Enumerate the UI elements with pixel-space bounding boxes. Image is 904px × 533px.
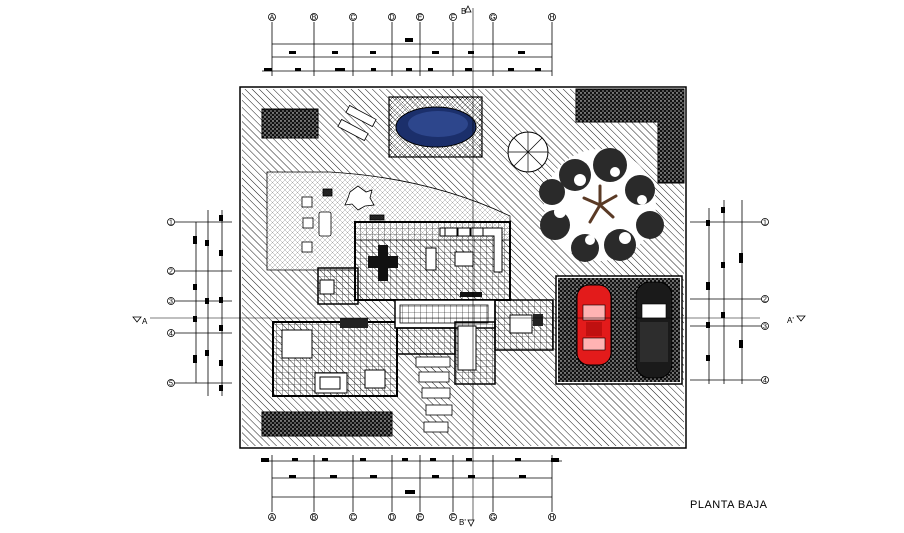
grid-bubble: F [449,13,457,22]
grid-label: E [418,515,423,522]
grid-label: H [549,15,554,22]
section-b-prime-label: B' [459,518,466,527]
grid-bubble: B [310,13,318,22]
grid-bubble: 4 [167,329,175,338]
grid-bubble: E [416,513,424,522]
section-marker-b-top: B [461,5,472,16]
grid-bubble: A [268,513,276,522]
grid-bubble: 3 [761,322,769,331]
bottom-grid-bubbles: A B C D E F G H [268,513,556,522]
grid-label: A [270,15,275,22]
left-dimensions [175,210,232,396]
grid-bubble: E [416,13,424,22]
grid-label: 2 [763,297,767,304]
grid-label: D [389,15,394,22]
grid-label: E [418,15,423,22]
garden-bed-top-left [261,108,319,139]
grid-bubble: D [388,13,396,22]
grid-bubble: 5 [167,379,175,388]
lounge-chairs [337,104,377,142]
entry-steps [415,356,453,433]
grid-label: 1 [169,220,173,227]
grid-label: G [490,515,495,522]
top-grid-bubbles: A B C D E F G H [268,13,556,22]
grid-bubble: 1 [761,218,769,227]
grid-bubble: C [349,13,357,22]
grid-label: 2 [169,269,173,276]
grid-label: 4 [763,378,767,385]
car-dark [635,281,673,379]
right-dimensions [690,200,762,384]
grid-label: 3 [763,324,767,331]
grid-bubble: 2 [761,295,769,304]
umbrella [507,131,549,173]
top-dimensions [262,22,553,76]
grid-label: D [389,515,394,522]
section-a-prime-label: A' [787,316,794,325]
garage [555,275,683,385]
grid-label: 4 [169,331,173,338]
outdoor-seating [301,185,385,253]
grid-bubble: G [489,513,497,522]
garden-bed-bottom [261,411,393,437]
grid-bubble: 2 [167,267,175,276]
grid-label: 5 [169,381,173,388]
grid-label: B [312,15,317,22]
grid-label: H [549,515,554,522]
grid-bubble: 1 [167,218,175,227]
grid-label: F [451,15,455,22]
right-grid-bubbles: 1 2 3 4 [761,218,769,385]
grid-bubble: A [268,13,276,22]
section-marker-a-right: A' [787,315,806,325]
drawing-title: PLANTA BAJA [690,499,768,511]
grid-label: C [350,15,355,22]
grid-bubble: H [548,513,556,522]
grid-label: B [312,515,317,522]
grid-bubble: 4 [761,376,769,385]
grid-bubble: 3 [167,297,175,306]
grid-bubble: F [449,513,457,522]
pool [388,96,483,158]
grid-bubble: H [548,13,556,22]
grid-bubble: D [388,513,396,522]
section-a-label: A [142,317,148,326]
grid-label: 3 [169,299,173,306]
grid-bubble: G [489,13,497,22]
grid-bubble: B [310,513,318,522]
grid-bubble: C [349,513,357,522]
grid-label: C [350,515,355,522]
grid-label: G [490,15,495,22]
grid-label: 1 [763,220,767,227]
house [272,221,554,397]
section-marker-a-left: A [132,316,148,326]
garden-bed-top-right [575,88,685,184]
grid-label: A [270,515,275,522]
bottom-dimensions [261,455,562,512]
section-marker-b-bottom: B' [459,518,475,527]
section-b-label: B [461,7,466,16]
grid-label: F [451,515,455,522]
tree [539,148,664,262]
left-grid-bubbles: 1 2 3 4 5 [167,218,175,388]
car-red [576,284,612,366]
